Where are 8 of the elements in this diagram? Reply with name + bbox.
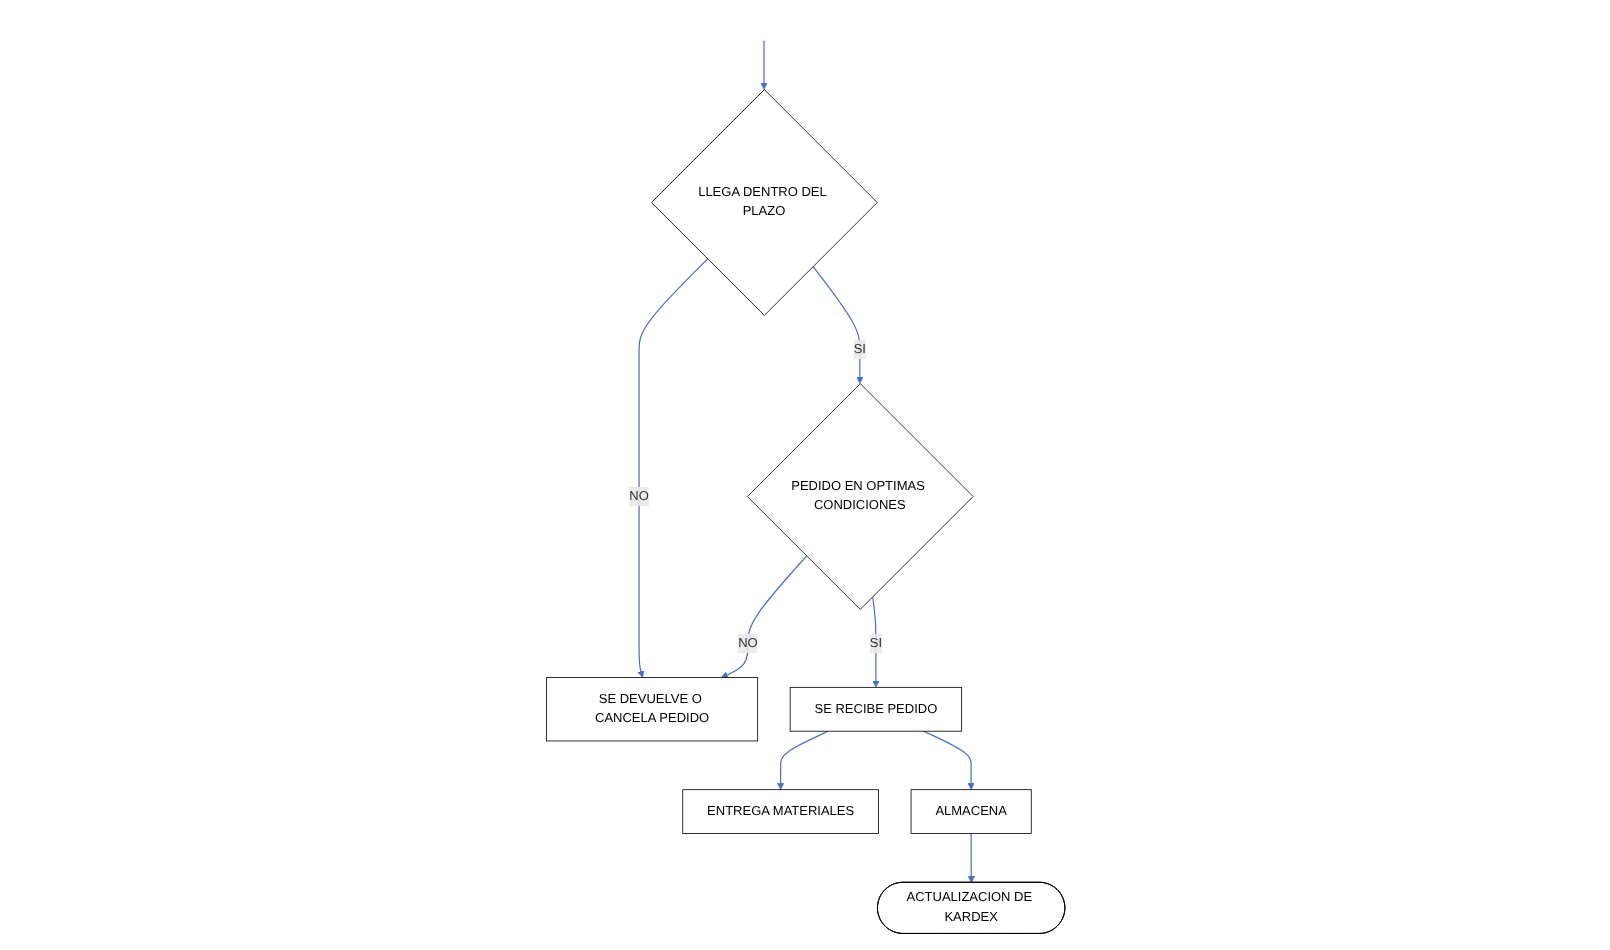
arrow <box>811 265 863 384</box>
arrow <box>720 555 807 679</box>
arrow <box>776 730 829 791</box>
arrow <box>636 258 708 678</box>
arrow <box>759 40 767 90</box>
arrow <box>922 730 975 791</box>
arrow <box>967 832 975 884</box>
arrow <box>871 595 879 688</box>
